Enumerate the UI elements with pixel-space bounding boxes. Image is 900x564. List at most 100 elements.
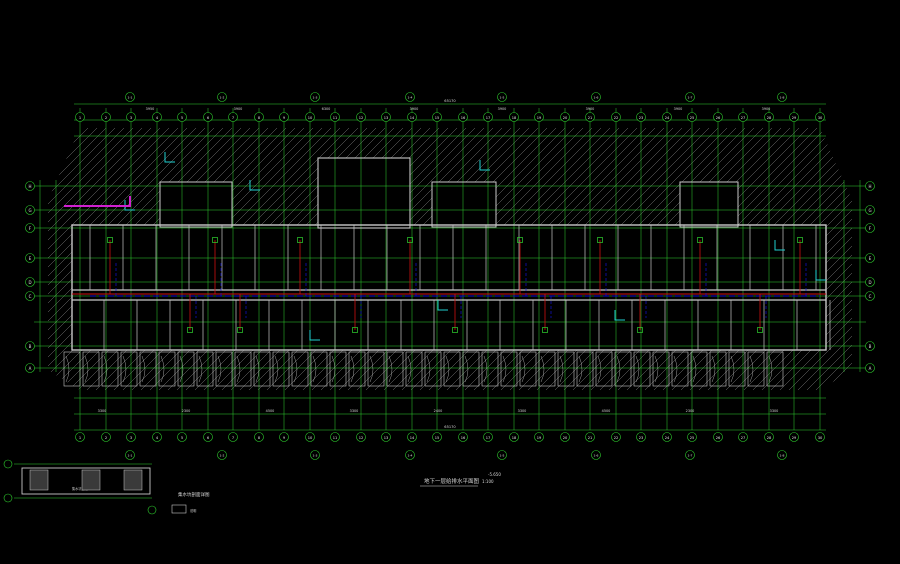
axis-label-sub-top: 1-2: [220, 96, 225, 100]
axis-bubble-left: [25, 277, 35, 287]
door-swing-fixture: [479, 160, 490, 171]
storage-cell: [348, 351, 366, 387]
storage-cell: [462, 351, 480, 387]
axis-label-bottom: 19: [537, 436, 542, 440]
core-mask-a: [160, 182, 232, 227]
axis-bubble-bottom: [152, 432, 162, 442]
drawing-title: 地下一层给排水平面图: [424, 477, 480, 485]
axis-bubble-sub-bottom: [777, 450, 787, 460]
storage-door-swing: [654, 355, 659, 383]
axis-bubble-sub-top: [217, 92, 227, 102]
axis-bubble-sub-top: [777, 92, 787, 102]
overall-dimension-top: 65170: [444, 99, 456, 103]
axis-bubble-top: [75, 112, 85, 122]
axis-label-bottom: 26: [716, 436, 721, 440]
door-swing-fixture: [249, 180, 260, 191]
floor-drain-symbol: [187, 327, 193, 333]
axis-label-bottom: 23: [639, 436, 644, 440]
bay-dimension-bottom: 3300: [770, 409, 779, 413]
detail-title: 集水坑剖面详图: [178, 491, 210, 498]
hatch-line: [48, 128, 143, 390]
storage-cell: [253, 351, 271, 387]
storage-cell: [120, 351, 138, 387]
bay-dimension-top: 3900: [234, 107, 243, 111]
axis-label-bottom: 4: [156, 436, 159, 440]
storage-cell: [234, 351, 252, 387]
axis-bubble-bottom: [432, 432, 442, 442]
floor-drain-symbol: [107, 237, 113, 243]
storage-cell: [101, 351, 119, 387]
storage-cell: [405, 351, 423, 387]
storage-cell: [63, 351, 81, 387]
hatch-line: [824, 128, 852, 390]
floor-drain-symbol: [297, 237, 303, 243]
hatch-line: [48, 128, 116, 390]
axis-label-top: 21: [588, 116, 593, 120]
storage-cell: [576, 351, 594, 387]
axis-bubble-top: [101, 112, 111, 122]
axis-bubble-sub-top: [125, 92, 135, 102]
sump-pit: [81, 469, 101, 491]
storage-cell: [196, 351, 214, 387]
hatch-line: [788, 128, 852, 390]
axis-label-left: C: [29, 294, 32, 299]
axis-label-bottom: 30: [818, 436, 823, 440]
axis-bubble-right: [865, 291, 875, 301]
bay-dimension-top: 6300: [322, 107, 331, 111]
axis-label-bottom: 22: [614, 436, 619, 440]
storage-cell: [82, 351, 100, 387]
storage-cell: [652, 351, 670, 387]
storage-door-swing: [711, 355, 716, 383]
axis-label-bottom: 7: [232, 436, 234, 440]
hatch-line: [48, 128, 152, 390]
storage-cell: [443, 351, 461, 387]
bay-dimension-top: 3900: [586, 107, 595, 111]
bay-dimension-bottom: 3300: [518, 409, 527, 413]
axis-label-right: F: [869, 226, 872, 231]
axis-label-top: 10: [308, 116, 313, 120]
axis-bubble-top: [764, 112, 774, 122]
bay-dimension-bottom: 4500: [602, 409, 611, 413]
title-block: 地下一层给排水平面图 1:100 -5.650: [420, 472, 501, 487]
axis-bubble-left: [25, 205, 35, 215]
axis-label-top: 26: [716, 116, 721, 120]
elevation-mark: -5.650: [488, 472, 501, 477]
axis-bubble-bottom: [687, 432, 697, 442]
axis-bubble-top: [713, 112, 723, 122]
axis-label-left: B: [29, 344, 32, 349]
axis-label-bottom: 24: [665, 436, 670, 440]
axis-bubble-top: [305, 112, 315, 122]
axis-bubble-top: [738, 112, 748, 122]
storage-door-swing: [578, 355, 583, 383]
floor-drain-symbol: [517, 237, 523, 243]
plumbing-pipes: [64, 196, 826, 333]
storage-cell: [367, 351, 385, 387]
axis-bubble-bottom: [177, 432, 187, 442]
axis-bubble-top: [636, 112, 646, 122]
axis-bubble-bottom: [254, 432, 264, 442]
axis-label-sub-top: 1-4: [408, 96, 413, 100]
axis-bubble-bottom: [407, 432, 417, 442]
axis-bubble-top: [356, 112, 366, 122]
axis-bubble-right: [865, 341, 875, 351]
axis-label-left: G: [28, 208, 31, 213]
axis-bubble-top: [432, 112, 442, 122]
axis-label-bottom: 12: [359, 436, 364, 440]
axis-bubble-bottom: [381, 432, 391, 442]
axis-bubble-right: [865, 253, 875, 263]
axis-label-left: H: [28, 184, 31, 189]
axis-bubble-sub-top: [405, 92, 415, 102]
axis-label-right: E: [869, 256, 872, 261]
hatch-line: [0, 128, 43, 390]
axis-bubble-sub-bottom: [405, 450, 415, 460]
storage-door-swing: [673, 355, 678, 383]
axis-bubble-top: [177, 112, 187, 122]
axis-bubble-bottom: [279, 432, 289, 442]
storage-door-swing: [312, 355, 317, 383]
axis-bubble-bottom: [509, 432, 519, 442]
floor-drain-symbol: [797, 237, 803, 243]
axis-bubble-bottom: [789, 432, 799, 442]
axis-label-sub-bottom: 1-8: [780, 454, 785, 458]
sump-pit: [123, 469, 143, 491]
